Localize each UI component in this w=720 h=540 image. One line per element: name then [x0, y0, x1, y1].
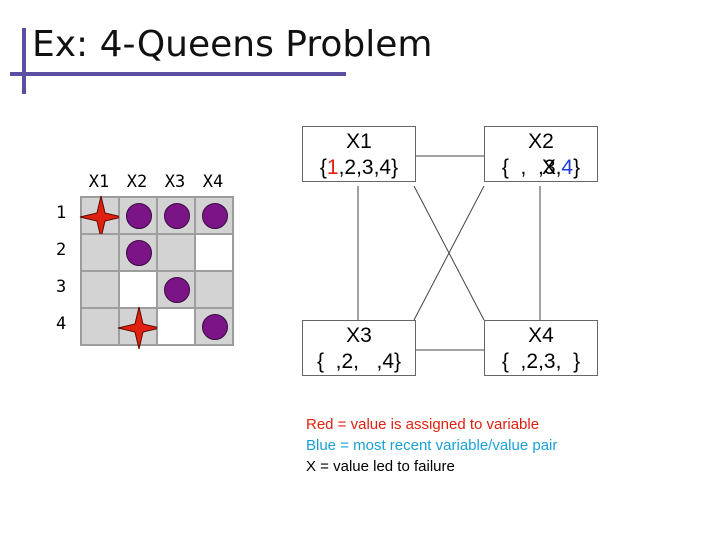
- variable-domain-x4: { ,2,3, }: [501, 350, 581, 373]
- domain-rest: ,2,3,4}: [338, 156, 399, 179]
- queen-circle-icon: [202, 203, 228, 229]
- assigned-value-1: 1: [326, 156, 339, 179]
- variable-domain-x1: {1,2,3,4}: [303, 155, 415, 181]
- assigned-queen-star-icon: [117, 306, 161, 350]
- queen-circle-icon: [126, 240, 152, 266]
- board-cell-r1-c3: [157, 197, 195, 234]
- recent-value-4: 4: [561, 156, 574, 179]
- variable-domain-x3: { ,2, ,4}: [316, 350, 402, 373]
- board-cell-r3-c1: [81, 271, 119, 308]
- board-cell-r2-c1: [81, 234, 119, 271]
- column-label-x3: X3: [164, 172, 186, 192]
- board-cell-r2-c2: [119, 234, 157, 271]
- variable-name-x2: X2: [528, 130, 554, 153]
- row-label-1: 1: [56, 203, 67, 223]
- queen-circle-icon: [202, 314, 228, 340]
- variable-name-x3: X3: [346, 324, 372, 347]
- row-label-4: 4: [56, 314, 67, 334]
- slide-title: Ex: 4-Queens Problem: [32, 24, 433, 65]
- board-cell-r3-c2: [119, 271, 157, 308]
- variable-box-x1: X1 {1,2,3,4}: [302, 126, 416, 182]
- board-cell-r4-c3: [157, 308, 195, 345]
- board-cell-r4-c2: [117, 306, 161, 350]
- queen-circle-icon: [126, 203, 152, 229]
- domain-open-brace: {: [319, 156, 327, 179]
- title-accent-bar-vertical: [22, 28, 26, 94]
- board-cell-r2-c4: [195, 234, 233, 271]
- row-label-3: 3: [56, 277, 67, 297]
- queen-circle-icon: [164, 203, 190, 229]
- legend-red: Red = value is assigned to variable: [306, 416, 540, 433]
- board-cell-r3-c3: [157, 271, 195, 308]
- board-cell-r3-c4: [195, 271, 233, 308]
- column-label-x2: X2: [126, 172, 148, 192]
- title-accent-bar-horizontal: [10, 72, 346, 76]
- variable-name-x4: X4: [528, 324, 554, 347]
- row-label-2: 2: [56, 240, 67, 260]
- variable-name-x1: X1: [346, 130, 372, 153]
- constraint-line-x2-x3: [413, 185, 485, 321]
- failure-x-mark: X: [541, 156, 556, 179]
- board-cell-r1-c2: [119, 197, 157, 234]
- board-cell-r2-c3: [157, 234, 195, 271]
- queens-board: [79, 195, 234, 350]
- struck-value: 3: [543, 156, 556, 179]
- domain-close-brace: }: [573, 156, 581, 179]
- legend-x: X = value led to failure: [306, 458, 455, 475]
- queen-circle-icon: [164, 277, 190, 303]
- domain-comma: ,: [555, 156, 562, 179]
- board-cell-r4-c4: [195, 308, 233, 345]
- domain-pruned-part: { , ,: [501, 156, 544, 179]
- column-label-x1: X1: [88, 172, 110, 192]
- variable-box-x4: X4 { ,2,3, }: [484, 320, 598, 376]
- column-label-x4: X4: [202, 172, 224, 192]
- legend-blue: Blue = most recent variable/value pair: [306, 437, 558, 454]
- board-cell-r1-c4: [195, 197, 233, 234]
- variable-box-x3: X3 { ,2, ,4}: [302, 320, 416, 376]
- board-cell-r4-c1: [81, 308, 119, 345]
